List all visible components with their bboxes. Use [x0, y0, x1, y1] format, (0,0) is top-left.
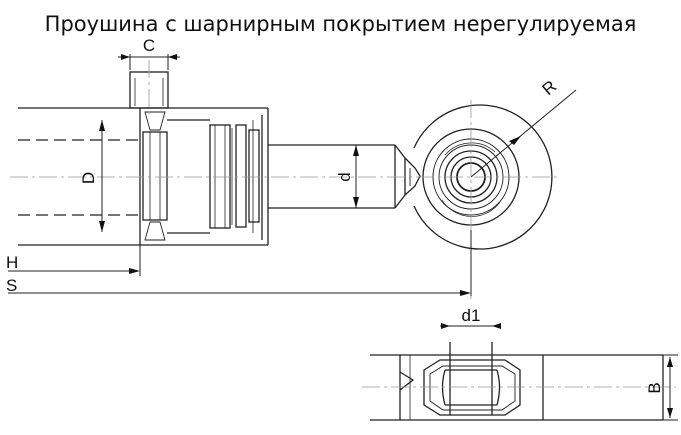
dim-label-h: H	[6, 253, 18, 272]
piston-rod	[268, 144, 421, 209]
dim-label-s: S	[6, 276, 17, 295]
dimension-lines	[8, 54, 678, 421]
center-lines	[10, 60, 676, 388]
dim-label-r: R	[539, 77, 561, 99]
dim-label-c: C	[143, 36, 155, 55]
dim-label-d-upper: D	[79, 172, 98, 184]
dim-label-d-lower: d	[335, 172, 354, 181]
dim-label-b: B	[645, 382, 664, 393]
eye-section	[370, 342, 664, 421]
cylinder-body	[18, 71, 269, 246]
dimension-arrows	[99, 54, 673, 418]
dim-label-d1: d1	[462, 306, 481, 325]
drawing-title: Проушина с шарнирным покрытием нерегулир…	[44, 12, 637, 36]
